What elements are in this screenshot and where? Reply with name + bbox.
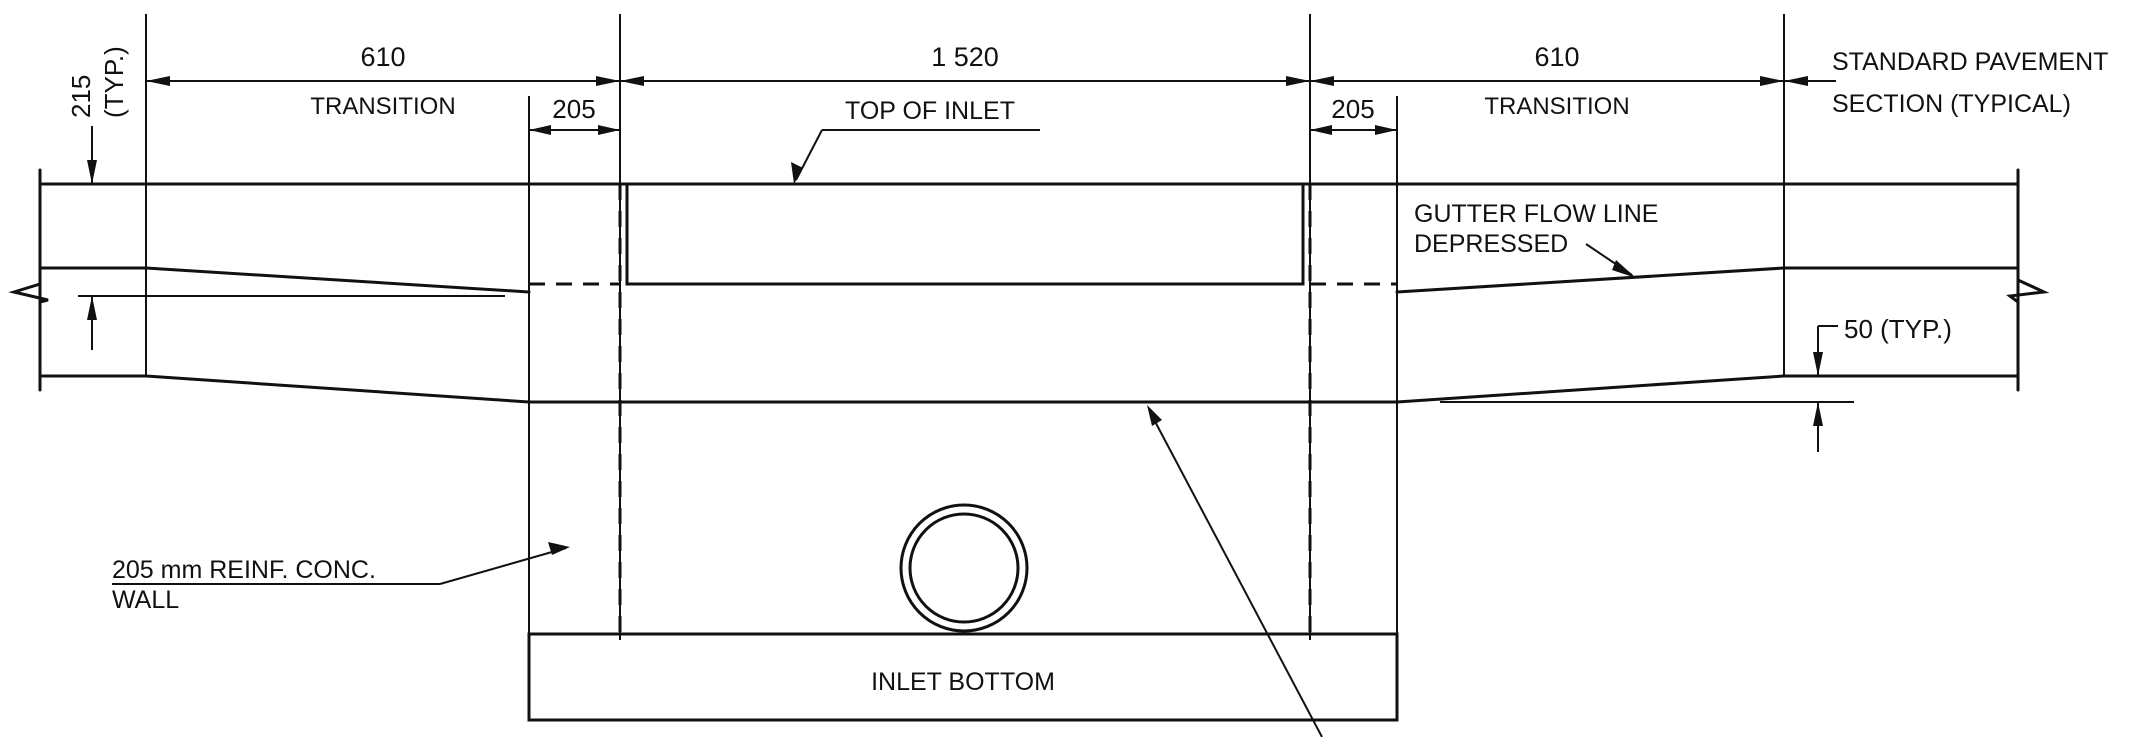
label-top-of-inlet: TOP OF INLET [845, 97, 1015, 125]
top-dimension-chain: 610 TRANSITION 1 520 610 TRANSITION STAN… [145, 14, 2108, 640]
arrowhead [146, 76, 170, 86]
leader-line [1149, 411, 1323, 737]
dimension-pavement-thickness: 215 [66, 75, 96, 118]
bottom-transition-line [1395, 374, 1786, 404]
label-standard-pavement-2: SECTION (TYPICAL) [1832, 90, 2071, 118]
arrowhead [1310, 76, 1334, 86]
arrowhead [1286, 76, 1310, 86]
arrowhead [620, 76, 644, 86]
top-of-inlet-callout: TOP OF INLET [791, 97, 1040, 184]
arrowhead [87, 296, 97, 320]
leader-line [439, 547, 567, 585]
arrowhead [1375, 125, 1397, 135]
dimension-left-transition: 610 [360, 42, 405, 72]
arrowhead [1310, 125, 1332, 135]
dimension-left-wall: 205 [552, 94, 595, 124]
inlet-bottom-slab [527, 632, 1399, 722]
depression-dimension: 50 (TYP.) [1440, 314, 1952, 452]
label-left-transition: TRANSITION [310, 93, 455, 120]
label-gutter-flow-line-1: GUTTER FLOW LINE [1414, 200, 1658, 228]
dimension-pavement-thickness-note: (TYP.) [99, 46, 129, 118]
arrowhead [1813, 402, 1823, 426]
wall-dimensions: 205 205 [528, 94, 1398, 720]
gutter-transition-line [144, 266, 531, 294]
inlet-grate-opening [625, 182, 1305, 286]
arrowhead [1813, 352, 1823, 376]
break-symbol-left [8, 266, 49, 378]
arrowhead [598, 125, 620, 135]
outlet-pipe-outer [899, 503, 1029, 633]
gutter-flow-line-callout: GUTTER FLOW LINE DEPRESSED [1414, 200, 1658, 278]
label-gutter-flow-line-2: DEPRESSED [1414, 230, 1568, 258]
arrowhead [1784, 76, 1808, 86]
bottom-leader [1147, 405, 1323, 737]
dimension-depression: 50 (TYP.) [1844, 314, 1952, 344]
inlet-structure: INLET BOTTOM [527, 182, 1399, 722]
label-inlet-bottom: INLET BOTTOM [871, 668, 1055, 696]
arrowhead [596, 76, 620, 86]
bottom-transition-line [144, 374, 531, 404]
wall-callout: 205 mm REINF. CONC. WALL [112, 542, 570, 614]
outlet-pipe-inner [908, 512, 1020, 624]
arrowhead [1760, 76, 1784, 86]
dimension-right-transition: 610 [1534, 42, 1579, 72]
arrowhead [87, 160, 97, 184]
label-right-transition: TRANSITION [1484, 93, 1629, 120]
dimension-right-wall: 205 [1331, 94, 1374, 124]
break-symbol-right [2006, 266, 2050, 378]
pavement-profile [8, 168, 2050, 404]
pavement-thickness-dimension: 215 (TYP.) [66, 46, 505, 350]
arrowhead [1147, 405, 1162, 426]
arrowhead [529, 125, 551, 135]
label-wall-1: 205 mm REINF. CONC. [112, 556, 376, 584]
gutter-transition-line [1395, 266, 1786, 294]
dimension-inlet-width: 1 520 [931, 42, 999, 72]
label-standard-pavement-1: STANDARD PAVEMENT [1832, 48, 2108, 76]
arrowhead [1612, 260, 1636, 278]
arrowhead [548, 542, 570, 555]
arrowhead [791, 162, 803, 184]
label-wall-2: WALL [112, 586, 179, 614]
